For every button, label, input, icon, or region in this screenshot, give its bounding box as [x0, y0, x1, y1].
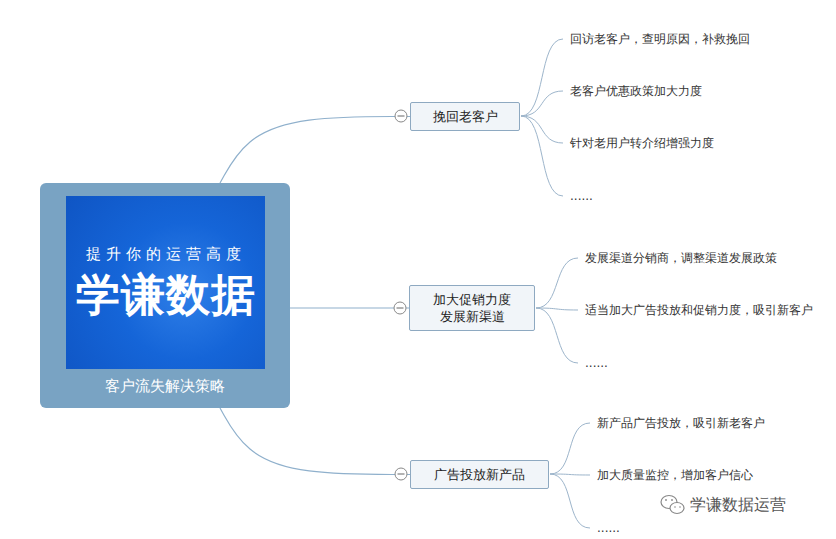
branch-connector: [220, 117, 410, 184]
leaf-item: 新产品广告投放，吸引新老客户: [597, 415, 765, 431]
branch-connector: [290, 307, 409, 308]
collapse-toggle: [395, 468, 407, 480]
leader-line: [521, 116, 563, 143]
leader-line: [550, 474, 590, 528]
collapse-toggle: [394, 302, 406, 314]
leader-line: [536, 258, 578, 308]
branch-connector: [220, 408, 410, 475]
leaf-item: 发展渠道分销商，调整渠道发展政策: [585, 250, 777, 266]
leaf-item: ......: [597, 520, 620, 536]
branch-label: 加大促销力度 发展新渠道: [430, 291, 515, 325]
leader-lines: [521, 39, 590, 528]
watermark: 学谦数据运营: [690, 495, 786, 515]
logo-wordmark: 学谦数据: [66, 270, 265, 320]
branch-label: 广告投放新产品: [427, 466, 532, 483]
wechat-icon: [661, 496, 684, 514]
leader-line: [550, 423, 590, 474]
branch-label: 挽回老客户: [427, 108, 503, 125]
leaf-item: 适当加大广告投放和促销力度，吸引新客户: [585, 302, 813, 318]
leader-line: [521, 39, 563, 116]
collapse-toggles: [394, 110, 407, 480]
leaf-item: 针对老用户转介绍增强力度: [570, 135, 714, 151]
logo-image: 提升你的运营高度学谦数据: [66, 196, 265, 369]
leader-line: [521, 116, 563, 196]
central-topic: 客户流失解决策略提升你的运营高度学谦数据: [40, 183, 290, 408]
leaf-item: 加大质量监控，增加客户信心: [597, 467, 753, 483]
topic-caption: 客户流失解决策略: [40, 375, 290, 397]
logo-slogan: 提升你的运营高度: [66, 244, 265, 264]
leader-line: [536, 308, 578, 363]
branch-topic: 广告投放新产品: [410, 460, 549, 489]
leaf-item: ......: [570, 188, 593, 204]
collapse-toggle: [395, 110, 407, 122]
branch-topic: 加大促销力度 发展新渠道: [409, 285, 535, 331]
leaf-item: 老客户优惠政策加大力度: [570, 83, 702, 99]
leaf-item: 回访老客户，查明原因，补救挽回: [570, 31, 750, 47]
leader-line: [521, 91, 563, 116]
leaf-item: ......: [585, 355, 608, 371]
branch-topic: 挽回老客户: [410, 102, 520, 131]
